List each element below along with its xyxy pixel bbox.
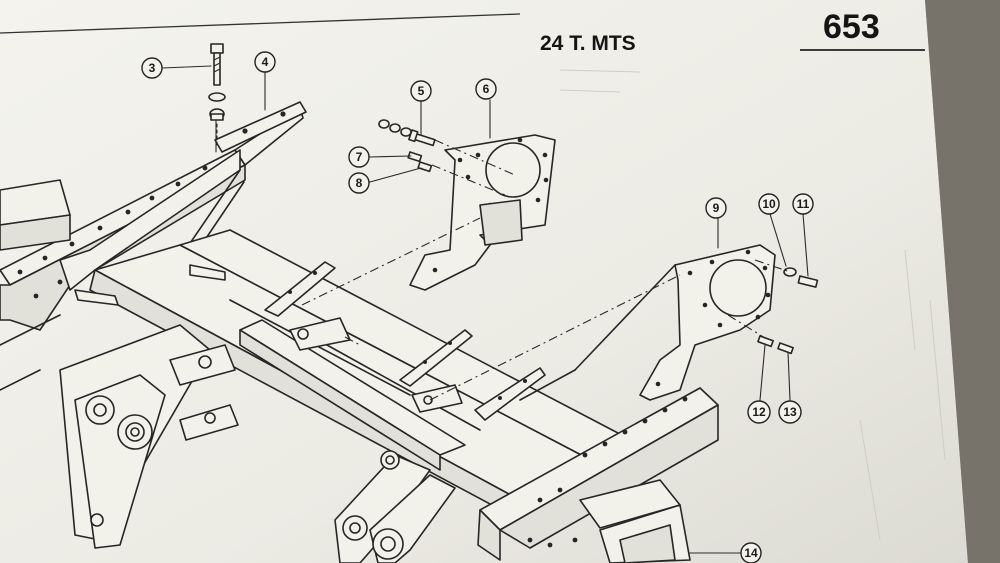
left-frame-rail xyxy=(0,107,304,331)
svg-text:5: 5 xyxy=(418,84,425,98)
callout-10: 10 xyxy=(758,193,780,215)
svg-text:7: 7 xyxy=(356,150,363,164)
callout-14: 14 xyxy=(740,542,762,563)
parts-7-8-pins xyxy=(407,151,433,173)
callout-3: 3 xyxy=(141,57,163,79)
header-rule xyxy=(0,13,521,34)
svg-text:8: 8 xyxy=(356,176,363,190)
callout-12: 12 xyxy=(747,400,771,424)
paper-shadow-edge xyxy=(925,0,1000,563)
callout-5: 5 xyxy=(410,80,432,102)
svg-text:11: 11 xyxy=(797,197,810,211)
bleed-through-marks xyxy=(559,69,946,541)
callout-4: 4 xyxy=(254,51,276,73)
part-3-bolt-assembly xyxy=(208,43,226,146)
callout-6: 6 xyxy=(475,78,497,100)
rear-cross-member xyxy=(239,319,466,471)
svg-text:10: 10 xyxy=(762,197,776,211)
svg-text:14: 14 xyxy=(744,546,758,560)
right-frame-rail xyxy=(477,387,719,563)
callout-7: 7 xyxy=(348,146,370,168)
parts-10-11-fasteners xyxy=(783,267,819,288)
part-5-bolt-washers xyxy=(378,119,436,147)
parts-12-13-pins xyxy=(757,335,794,355)
callout-8: 8 xyxy=(348,172,370,194)
page-title: 24 T. MTS xyxy=(540,32,636,55)
alignment-lines xyxy=(301,139,791,401)
svg-text:6: 6 xyxy=(483,82,490,96)
part-6-mounting-plate xyxy=(409,134,556,291)
callout-9: 9 xyxy=(705,197,727,219)
callout-11: 11 xyxy=(792,193,814,215)
svg-text:3: 3 xyxy=(149,61,156,75)
svg-text:4: 4 xyxy=(262,55,269,69)
lower-clevis-arms xyxy=(334,450,456,563)
svg-text:13: 13 xyxy=(783,405,797,419)
svg-text:9: 9 xyxy=(713,201,720,215)
deck-brackets xyxy=(74,261,546,421)
part-9-mounting-plate xyxy=(519,244,776,401)
callout-leaders xyxy=(161,65,809,554)
page-number: 653 xyxy=(823,8,880,46)
callout-13: 13 xyxy=(778,400,802,424)
svg-text:12: 12 xyxy=(752,405,766,419)
left-support-arms xyxy=(0,314,239,549)
